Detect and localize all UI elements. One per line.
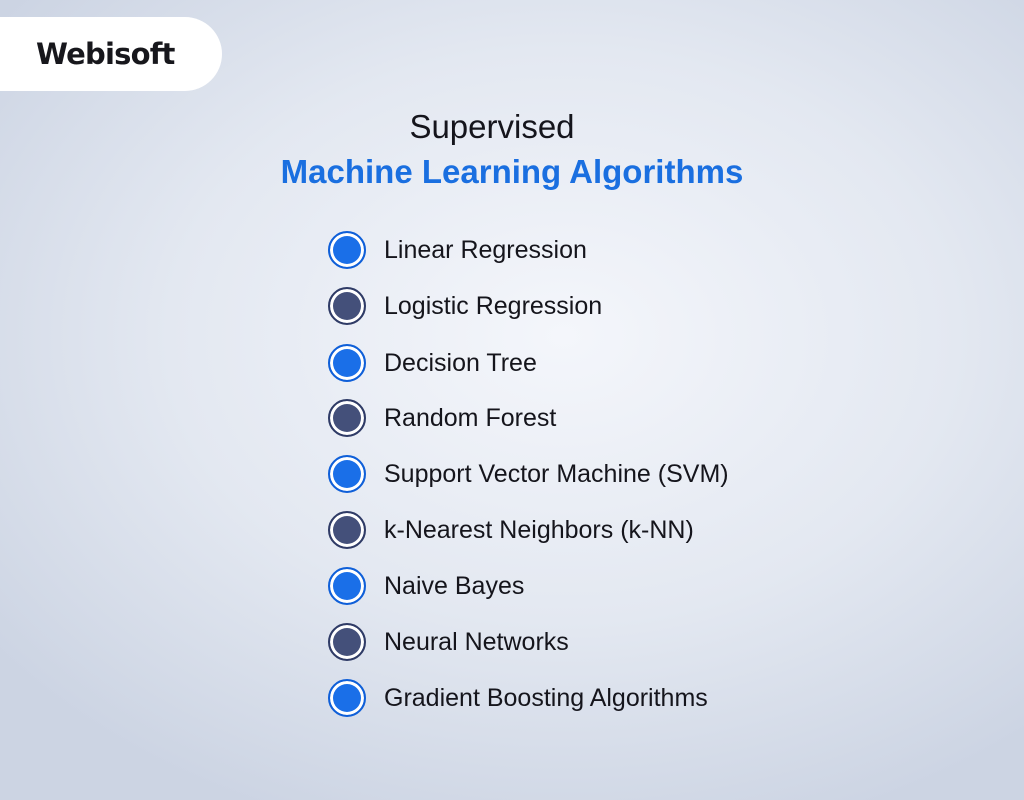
algorithm-label: Random Forest: [384, 403, 557, 432]
list-item: Decision Tree: [328, 344, 537, 382]
brand-logo-badge: Webisoft: [0, 17, 222, 91]
list-item: Neural Networks: [328, 623, 569, 661]
list-item: Gradient Boosting Algorithms: [328, 679, 708, 717]
bullet-circle-icon: [328, 679, 366, 717]
algorithm-label: Gradient Boosting Algorithms: [384, 683, 708, 712]
page-title-line2: Machine Learning Algorithms: [280, 153, 744, 190]
algorithm-list: Linear Regression Logistic Regression De…: [328, 0, 948, 800]
bullet-circle-icon: [328, 455, 366, 493]
bullet-circle-icon: [328, 399, 366, 437]
algorithm-label: Naive Bayes: [384, 571, 525, 600]
list-item: Logistic Regression: [328, 287, 603, 325]
list-item: Naive Bayes: [328, 567, 525, 605]
bullet-circle-icon: [328, 567, 366, 605]
list-item: Linear Regression: [328, 231, 587, 269]
list-item: Support Vector Machine (SVM): [328, 455, 729, 493]
algorithm-label: Logistic Regression: [384, 291, 603, 320]
bullet-circle-icon: [328, 511, 366, 549]
algorithm-label: Decision Tree: [384, 348, 537, 377]
list-item: k-Nearest Neighbors (k-NN): [328, 511, 694, 549]
brand-logo-text: Webisoft: [36, 37, 175, 71]
algorithm-label: k-Nearest Neighbors (k-NN): [384, 515, 694, 544]
algorithm-label: Neural Networks: [384, 627, 569, 656]
page-title-line1: Supervised: [409, 108, 575, 145]
algorithm-label: Linear Regression: [384, 235, 587, 264]
bullet-circle-icon: [328, 287, 366, 325]
bullet-circle-icon: [328, 344, 366, 382]
bullet-circle-icon: [328, 231, 366, 269]
list-item: Random Forest: [328, 399, 557, 437]
bullet-circle-icon: [328, 623, 366, 661]
algorithm-label: Support Vector Machine (SVM): [384, 459, 729, 488]
